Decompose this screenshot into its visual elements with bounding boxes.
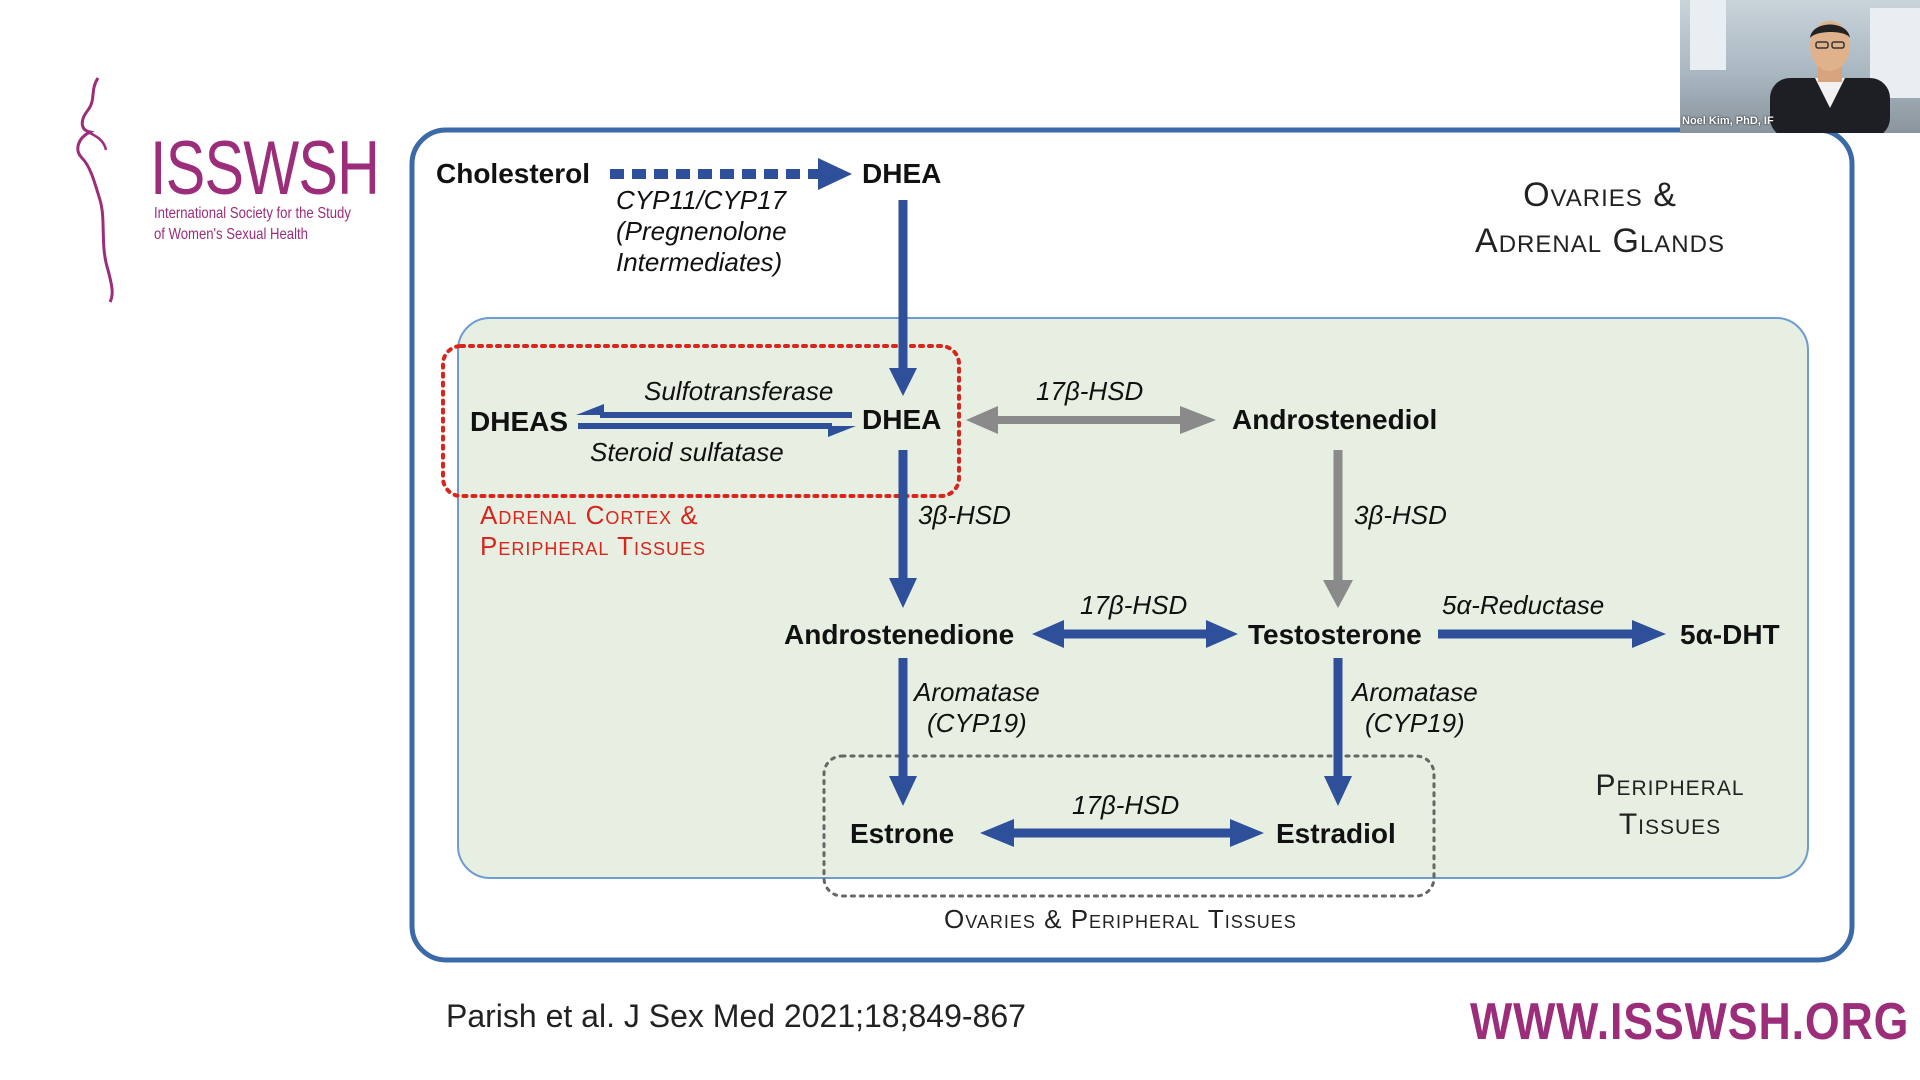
enzyme-aromatase-right: Aromatase (CYP19) <box>1352 677 1478 739</box>
enzyme-aromatase-left: Aromatase (CYP19) <box>914 677 1040 739</box>
webcam-thumbnail[interactable] <box>1680 0 1920 133</box>
arrowhead-cholesterol-dhea <box>818 158 852 190</box>
participant-video <box>1770 21 1890 133</box>
enzyme-steroid-sulfatase: Steroid sulfatase <box>590 437 784 467</box>
node-estrone: Estrone <box>850 818 955 849</box>
region-ovaries-peripheral: Ovaries & Peripheral Tissues <box>944 904 1297 934</box>
node-testosterone: Testosterone <box>1248 619 1422 650</box>
logo-subtitle-line1: International Society for the Study <box>154 205 351 222</box>
node-dheas: DHEAS <box>470 406 569 437</box>
node-estradiol: Estradiol <box>1276 818 1396 849</box>
region-peripheral-line1: Peripheral <box>1595 769 1745 802</box>
citation: Parish et al. J Sex Med 2021;18;849-867 <box>446 998 1026 1034</box>
logo-title: ISSWSH <box>150 126 380 211</box>
enzyme-aromatase-right-line2: (CYP19) <box>1365 708 1465 738</box>
enzyme-aromatase-left-line2: (CYP19) <box>927 708 1027 738</box>
node-androstenediol: Androstenediol <box>1232 404 1438 435</box>
region-ovaries-adrenal-line1: Ovaries & <box>1523 176 1677 214</box>
adrenal-cortex-box <box>441 344 961 498</box>
region-ovaries-adrenal: Ovaries & Adrenal Glands <box>1440 172 1760 264</box>
enzyme-3b-hsd-right: 3β-HSD <box>1354 500 1447 530</box>
enzyme-17b-hsd-mid: 17β-HSD <box>1080 590 1188 620</box>
logo-subtitle-line2: of Women's Sexual Health <box>154 226 308 243</box>
region-adrenal-cortex: Adrenal Cortex & Peripheral Tissues <box>480 500 706 562</box>
region-peripheral-tissues: Peripheral Tissues <box>1560 766 1780 844</box>
enzyme-aromatase-left-line1: Aromatase <box>914 677 1040 707</box>
enzyme-cyp11-cyp17: CYP11/CYP17 (Pregnenolone Intermediates) <box>616 185 787 278</box>
node-dhea: DHEA <box>862 404 942 435</box>
node-5a-dht: 5α-DHT <box>1680 619 1780 650</box>
region-peripheral-line2: Tissues <box>1618 808 1722 841</box>
webcam-participant-name: Noel Kim, PhD, IF <box>1682 115 1774 127</box>
logo-subtitle: International Society for the Study of W… <box>154 203 351 245</box>
enzyme-5a-reductase: 5α-Reductase <box>1442 590 1605 620</box>
region-adrenal-cortex-line1: Adrenal Cortex & <box>480 500 699 530</box>
peripheral-tissues-panel <box>457 317 1809 879</box>
enzyme-cyp-line2: (Pregnenolone <box>616 216 787 246</box>
region-adrenal-cortex-line2: Peripheral Tissues <box>480 531 707 561</box>
enzyme-cyp-line3: Intermediates) <box>616 247 783 277</box>
enzyme-aromatase-right-line1: Aromatase <box>1352 677 1478 707</box>
enzyme-cyp-line1: CYP11/CYP17 <box>616 185 787 215</box>
node-dhea-top: DHEA <box>862 158 942 189</box>
enzyme-17b-hsd-dhea: 17β-HSD <box>1036 376 1144 406</box>
node-androstenedione: Androstenedione <box>784 619 1015 650</box>
node-cholesterol: Cholesterol <box>436 158 591 189</box>
ovaries-peripheral-box <box>822 754 1436 898</box>
enzyme-sulfotransferase: Sulfotransferase <box>644 376 834 406</box>
enzyme-3b-hsd-left: 3β-HSD <box>918 500 1011 530</box>
isswsh-logo-figure <box>76 77 114 303</box>
webcam-background-window <box>1690 0 1726 70</box>
region-ovaries-adrenal-line2: Adrenal Glands <box>1475 222 1725 260</box>
website-url[interactable]: WWW.ISSWSH.ORG <box>1470 993 1910 1051</box>
enzyme-17b-hsd-bottom: 17β-HSD <box>1072 790 1180 820</box>
